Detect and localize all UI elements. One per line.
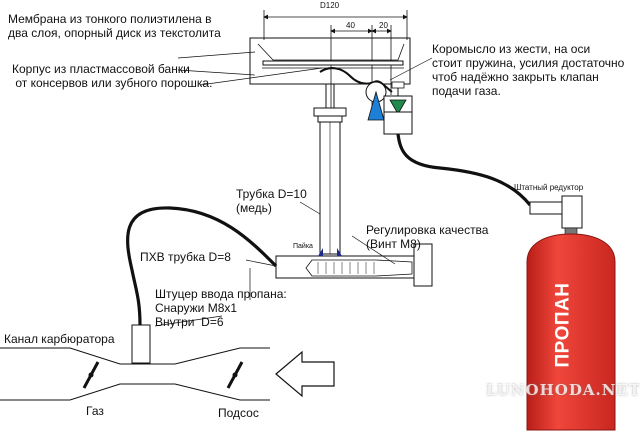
solder-joints [318, 248, 342, 256]
mixer-body [275, 243, 433, 287]
dim-20: 20 [379, 21, 388, 30]
gas-supply-line [396, 133, 532, 207]
gas-label: Газ [86, 404, 104, 418]
quality-label: Регулировка качества (Винт М8) [366, 223, 489, 251]
dimension-d120 [263, 10, 408, 40]
fitting-label: Штуцер ввода пропана: Снаружи М8х1 Внутр… [155, 287, 287, 329]
membrane-label: Мембрана из тонкого полиэтилена в два сл… [8, 12, 221, 40]
dim-d120: D120 [320, 1, 340, 10]
rocker-label: Коромысло из жести, на оси стоит пружина… [432, 42, 625, 98]
gas-throttle [82, 361, 100, 389]
propane-cylinder [526, 227, 616, 431]
housing [249, 37, 411, 85]
pvc-label: ПХВ трубка D=8 [140, 250, 231, 264]
tube-label: Трубка D=10 (медь) [236, 187, 307, 215]
central-post [313, 84, 347, 255]
cylinder-label: ПРОПАН [552, 282, 573, 368]
watermark: LUNOHODA.NET [486, 381, 640, 399]
leader-lines [154, 51, 433, 327]
pvc-hose [126, 206, 278, 326]
airflow-arrow-icon [275, 350, 335, 398]
solder-label: Пайка [293, 243, 313, 250]
cylinder-label-container: ПРОПАН [528, 250, 598, 400]
carb-label: Канал карбюратора [4, 332, 115, 346]
dim-40: 40 [346, 21, 355, 30]
rocker-valve [365, 81, 413, 135]
choke-label: Подсос [218, 406, 259, 420]
choke-throttle [226, 361, 244, 389]
carburetor-channel [0, 324, 270, 401]
regulator-label: Штатный редуктор [514, 183, 584, 192]
housing-label: Корпус из пластмассовой банки от консерв… [12, 62, 213, 90]
